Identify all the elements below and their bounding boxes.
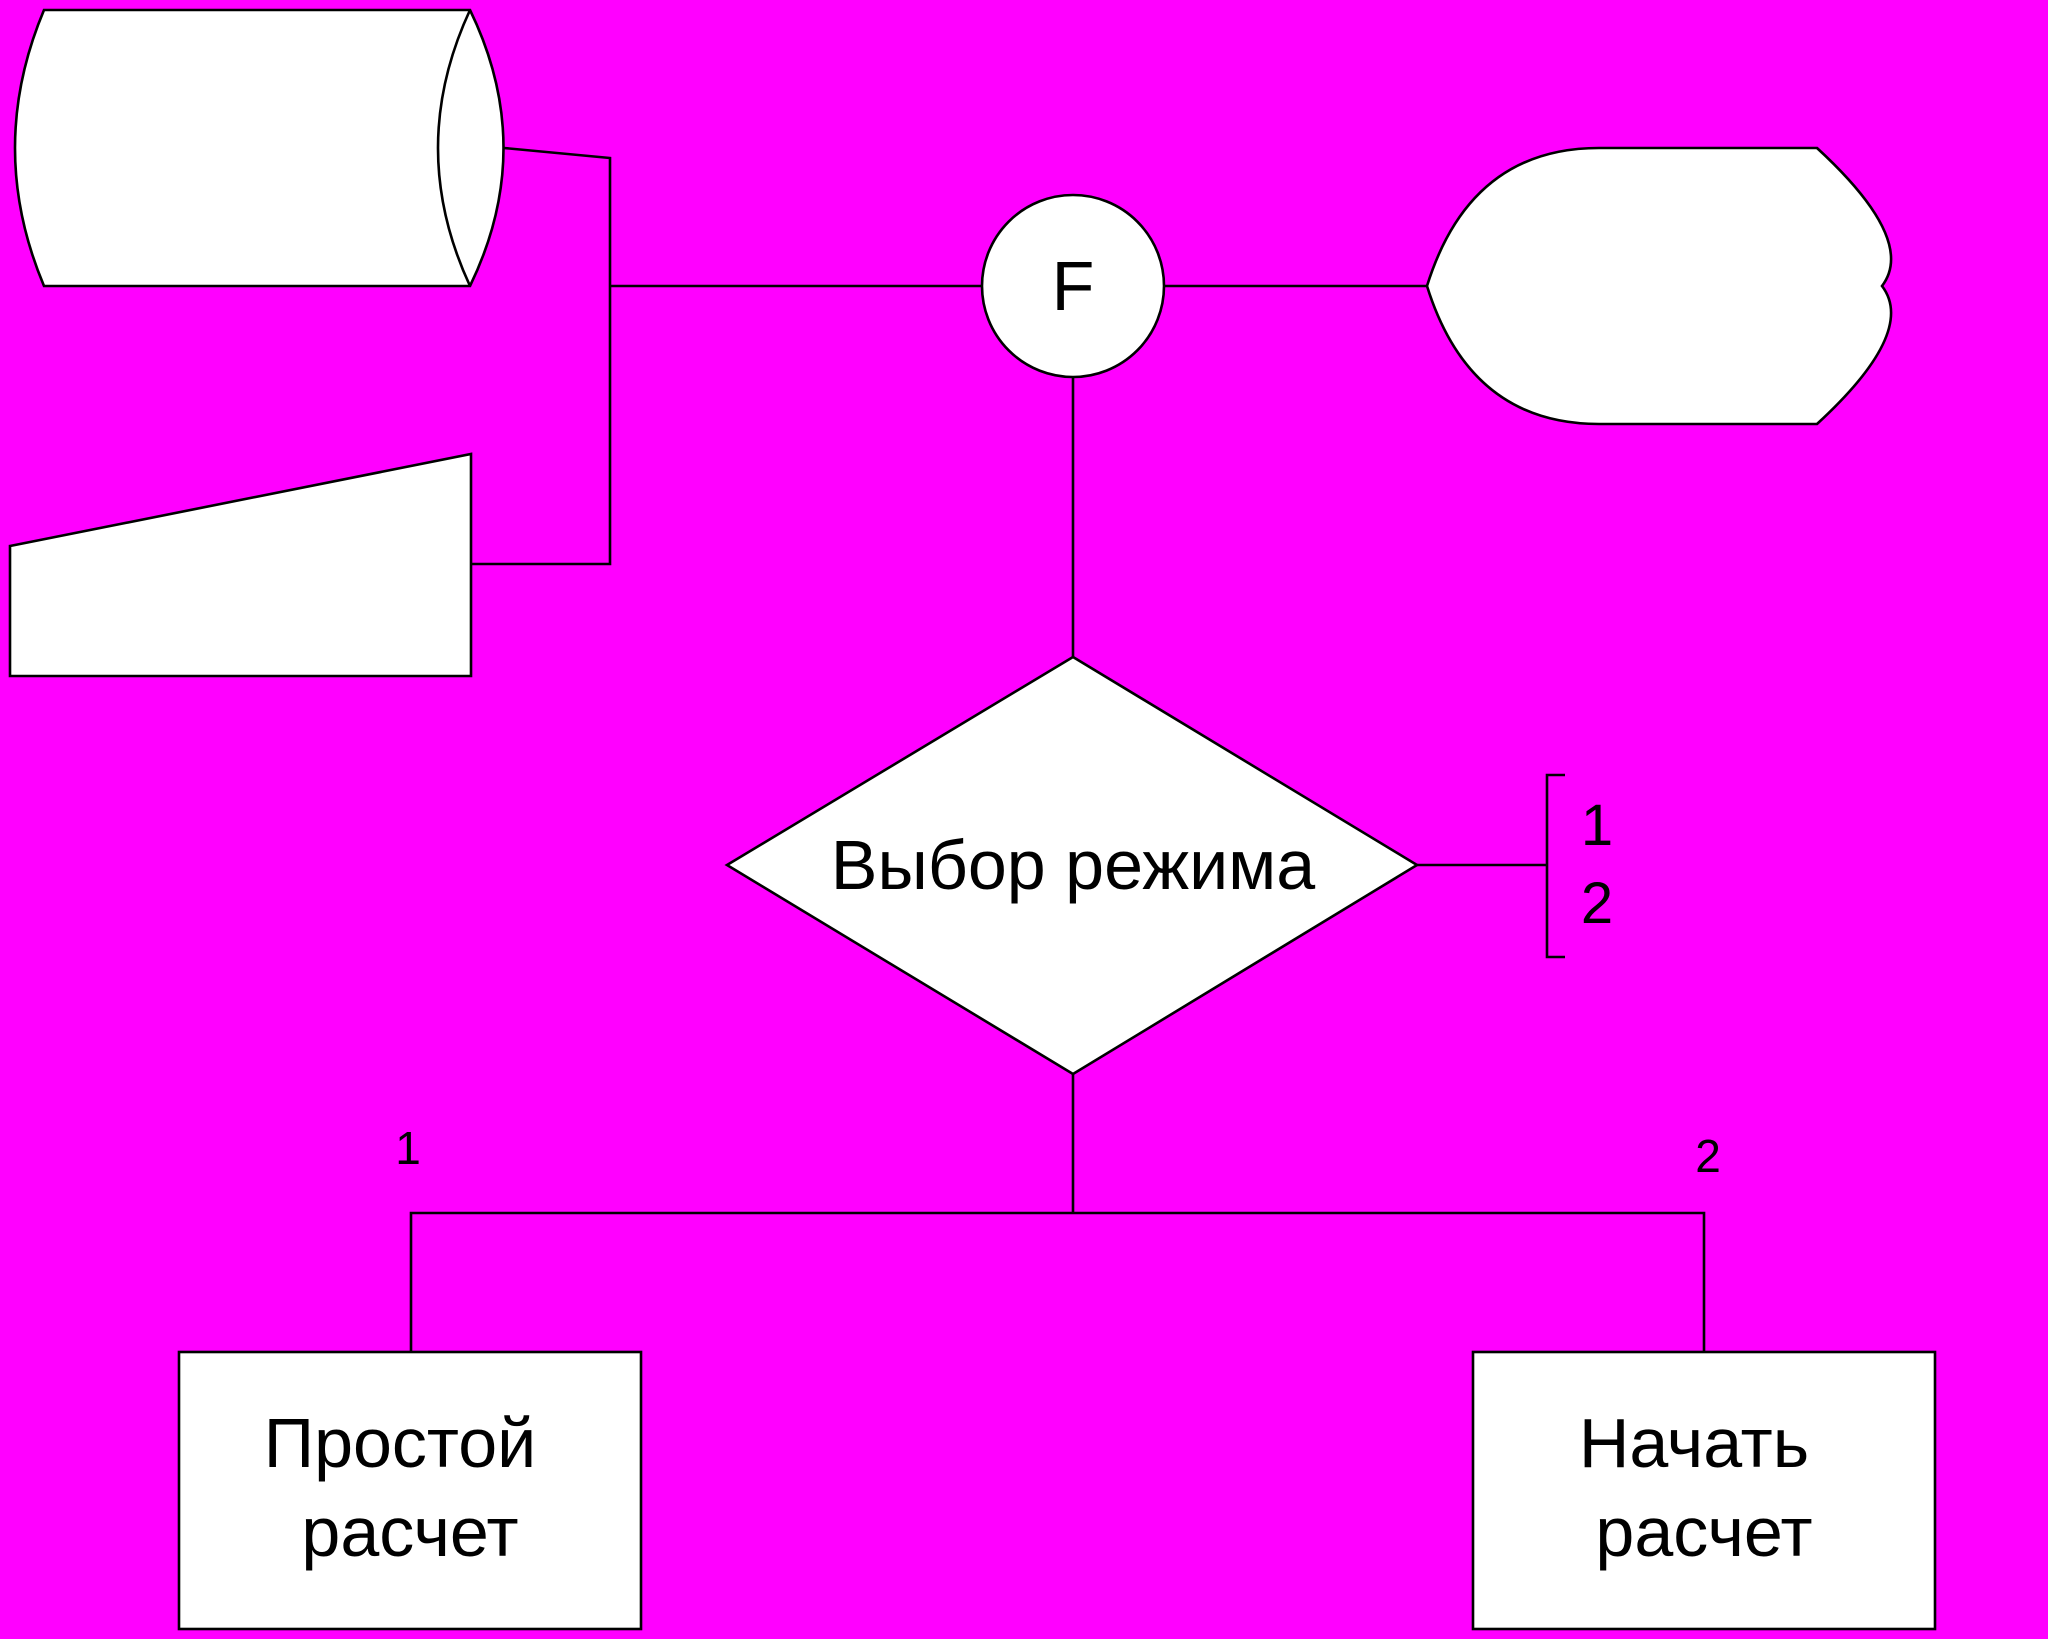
process-box-right-line2: расчет	[1595, 1493, 1812, 1571]
drum-inner-edge	[436, 9, 472, 287]
manual-input-shape	[8, 452, 473, 678]
decision-diamond	[724, 655, 1420, 1076]
connector-label: F	[1052, 247, 1095, 325]
branch-label-left: 1	[395, 1122, 421, 1174]
display-shape	[1425, 146, 1893, 426]
decision-node: Выбор режима	[724, 655, 1420, 1076]
connector-lines	[409, 146, 1706, 1352]
decision-label: Выбор режима	[831, 826, 1316, 904]
branch-label-right: 2	[1695, 1130, 1721, 1182]
connector-node: F	[980, 193, 1166, 379]
process-box-left: Простой расчет	[177, 1350, 643, 1631]
connector-circle	[980, 193, 1166, 379]
drum-to-bus-line	[471, 146, 612, 566]
branch-line	[409, 1211, 1706, 1352]
process-box-left-rect	[177, 1350, 643, 1631]
bracket-option-1: 1	[1581, 793, 1613, 858]
drum-shape	[13, 8, 505, 288]
bracket-option-2: 2	[1581, 871, 1613, 936]
process-box-left-line2: расчет	[301, 1493, 518, 1571]
process-box-right-rect	[1471, 1350, 1937, 1631]
drum-body	[13, 8, 505, 288]
process-box-right: Начать расчет	[1471, 1350, 1937, 1631]
process-box-right-line1: Начать	[1579, 1404, 1809, 1482]
process-box-left-line1: Простой	[264, 1404, 536, 1482]
option-bracket	[1545, 773, 1565, 959]
